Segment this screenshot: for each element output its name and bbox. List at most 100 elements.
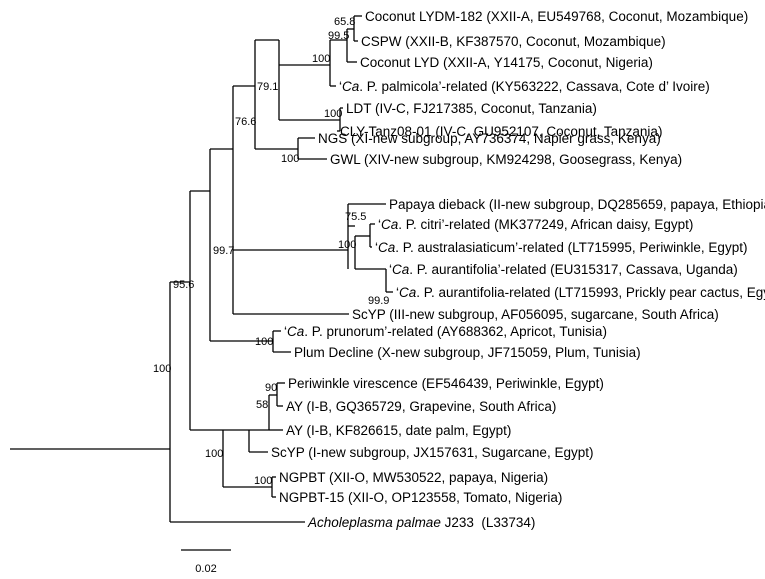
- leaf-name: Plum Decline: [294, 345, 374, 360]
- leaf-detail: (X-new subgroup, JF715059, Plum, Tunisia…: [374, 345, 641, 360]
- leaf-detail: (LT715995, Periwinkle, Egypt): [564, 240, 748, 255]
- leaf-label-prunorum: ‘Ca. P. prunorum’-related (AY688362, Apr…: [284, 324, 607, 339]
- leaf-label-coconut-lydm182: Coconut LYDM-182 (XXII-A, EU549768, Coco…: [365, 9, 748, 24]
- bootstrap-79-1: 79.1: [257, 81, 278, 93]
- bootstrap-58: 58: [256, 399, 268, 411]
- bootstrap-100-prunorum: 100: [255, 336, 273, 348]
- leaf-label-acholeplasma: Acholeplasma palmae J233 (L33734): [307, 515, 535, 530]
- leaf-name: . P. prunorum’-related: [304, 324, 433, 339]
- leaf-label-scyp-iii: ScYP (III-new subgroup, AF056095, sugarc…: [352, 307, 719, 322]
- bootstrap-100-root: 100: [153, 363, 171, 375]
- leaf-detail: (I-B, KF826615, date palm, Egypt): [303, 423, 512, 438]
- leaf-detail: (II-new subgroup, DQ285659, papaya, Ethi…: [485, 197, 765, 212]
- leaf-name: ScYP: [271, 445, 305, 460]
- bootstrap-100-ay: 100: [205, 448, 223, 460]
- leaf-detail: (III-new subgroup, AF056095, sugarcane, …: [386, 307, 719, 322]
- leaf-label-periwinkle-virescence: Periwinkle virescence (EF546439, Periwin…: [288, 376, 604, 391]
- leaf-name: Coconut LYD: [360, 55, 440, 70]
- leaf-label-ngpbt15: NGPBT-15 (XII-O, OP123558, Tomato, Niger…: [279, 490, 562, 505]
- leaf-name: Periwinkle virescence: [288, 376, 418, 391]
- leaf-name: . P. citri’-related: [398, 217, 490, 232]
- leaf-name: NGPBT-15: [279, 490, 344, 505]
- leaf-detail: (XI-new subgroup, AY736374, Napier grass…: [347, 131, 660, 146]
- leaf-label-gwl: GWL (XIV-new subgroup, KM924298, Goosegr…: [330, 152, 682, 167]
- leaf-italic: Ca: [342, 79, 360, 94]
- leaf-label-palmicola: ‘Ca. P. palmicola’-related (KY563222, Ca…: [339, 79, 710, 94]
- leaf-italic: Ca: [399, 285, 417, 300]
- leaf-name: NGS: [318, 131, 347, 146]
- leaf-label-scyp-i: ScYP (I-new subgroup, JX157631, Sugarcan…: [271, 445, 593, 460]
- leaf-name: GWL: [330, 152, 361, 167]
- bootstrap-99-7: 99.7: [213, 245, 234, 257]
- leaf-detail: (L33734): [474, 515, 536, 530]
- bootstrap-99-5: 99.5: [328, 30, 349, 42]
- leaf-detail: (XXII-A, EU549768, Coconut, Mozambique): [483, 9, 749, 24]
- leaf-prefix: ‘: [389, 262, 392, 277]
- leaf-detail: (XII-O, MW530522, papaya, Nigeria): [325, 470, 548, 485]
- leaf-name: Coconut LYDM-182: [365, 9, 483, 24]
- leaf-italic: Ca: [287, 324, 305, 339]
- bootstrap-90: 90: [265, 382, 277, 394]
- leaf-detail: (MK377249, African daisy, Egypt): [490, 217, 693, 232]
- leaf-label-cly-tanz: CLY-Tanz08-01 (IV-C, GU952107, Coconut, …: [340, 124, 662, 139]
- leaf-label-australasiaticum: ‘Ca. P. australasiaticum’-related (LT715…: [375, 240, 747, 255]
- leaf-prefix: ‘: [396, 285, 399, 300]
- leaf-name: NGPBT: [279, 470, 325, 485]
- leaf-name: CLY-Tanz08-01: [340, 124, 432, 139]
- bootstrap-100-ngpbt: 100: [254, 475, 272, 487]
- leaf-italic: Ca: [381, 217, 399, 232]
- tree-branches: [10, 15, 393, 523]
- leaf-italic: Ca: [378, 240, 396, 255]
- scale-bar-label: 0.02: [195, 563, 216, 575]
- leaf-labels: Coconut LYDM-182 (XXII-A, EU549768, Coco…: [271, 9, 765, 530]
- leaf-detail: (XXII-A, Y14175, Coconut, Nigeria): [439, 55, 653, 70]
- leaf-detail: (XXII-B, KF387570, Coconut, Mozambique): [402, 34, 666, 49]
- leaf-label-aurantifolia-egypt: ‘Ca. P. aurantifolia-related (LT715993, …: [396, 285, 765, 300]
- scale-bar: 0.02: [181, 549, 231, 575]
- leaf-name: AY: [286, 399, 303, 414]
- bootstrap-99-9: 99.9: [368, 295, 389, 307]
- leaf-detail: (IV-C, FJ217385, Coconut, Tanzania): [371, 101, 597, 116]
- leaf-prefix: ‘: [375, 240, 378, 255]
- leaf-name: . P. australasiaticum’-related: [395, 240, 564, 255]
- leaf-label-ngpbt: NGPBT (XII-O, MW530522, papaya, Nigeria): [279, 470, 548, 485]
- leaf-detail: (I-B, GQ365729, Grapevine, South Africa): [303, 399, 557, 414]
- leaf-prefix: ‘: [339, 79, 342, 94]
- leaf-label-ay-grapevine: AY (I-B, GQ365729, Grapevine, South Afri…: [286, 399, 556, 414]
- leaf-detail: (KY563222, Cassava, Cote d’ Ivoire): [487, 79, 709, 94]
- bootstrap-95-6: 95.6: [173, 279, 194, 291]
- bootstrap-76-6: 76.6: [235, 116, 256, 128]
- leaf-name: CSPW: [361, 34, 402, 49]
- leaf-label-ngs: NGS (XI-new subgroup, AY736374, Napier g…: [318, 131, 661, 146]
- leaf-name: AY: [286, 423, 303, 438]
- leaf-detail: (LT715993, Prickly pear cactus, Egypt): [550, 285, 765, 300]
- leaf-name: . P. palmicola’-related: [359, 79, 487, 94]
- bootstrap-75-5: 75.5: [345, 211, 366, 223]
- bootstrap-100-ldt: 100: [324, 108, 342, 120]
- bootstrap-100-aurantifolia: 100: [338, 239, 356, 251]
- leaf-detail: (EF546439, Periwinkle, Egypt): [418, 376, 604, 391]
- bootstrap-values: 65.8 99.5 100 79.1 100 76.6 100 75.5 100…: [153, 16, 389, 487]
- leaf-name: . P. aurantifolia-related: [416, 285, 550, 300]
- leaf-detail: (XII-O, OP123558, Tomato, Nigeria): [344, 490, 562, 505]
- leaf-detail: (EU315317, Cassava, Uganda): [546, 262, 737, 277]
- leaf-name: Papaya dieback: [389, 197, 485, 212]
- leaf-label-citri: ‘Ca. P. citri’-related (MK377249, Africa…: [378, 217, 693, 232]
- leaf-label-papaya-dieback: Papaya dieback (II-new subgroup, DQ28565…: [389, 197, 765, 212]
- leaf-italic: Acholeplasma palmae: [307, 515, 441, 530]
- leaf-detail: (I-new subgroup, JX157631, Sugarcane, Eg…: [305, 445, 594, 460]
- leaf-label-ay-datepalm: AY (I-B, KF826615, date palm, Egypt): [286, 423, 511, 438]
- leaf-label-cspw: CSPW (XXII-B, KF387570, Coconut, Mozambi…: [361, 34, 666, 49]
- leaf-detail: (AY688362, Apricot, Tunisia): [433, 324, 607, 339]
- leaf-italic: Ca: [392, 262, 410, 277]
- leaf-name: J233: [441, 515, 474, 530]
- leaf-detail: (IV-C, GU952107, Coconut, Tanzania): [432, 124, 663, 139]
- leaf-label-aurantifolia-uganda: ‘Ca. P. aurantifolia’-related (EU315317,…: [389, 262, 738, 277]
- leaf-detail: (XIV-new subgroup, KM924298, Goosegrass,…: [360, 152, 682, 167]
- bootstrap-100-coconut-lyd: 100: [312, 53, 330, 65]
- leaf-prefix: ‘: [378, 217, 381, 232]
- leaf-label-ldt: LDT (IV-C, FJ217385, Coconut, Tanzania): [346, 101, 597, 116]
- bootstrap-65-8: 65.8: [334, 16, 355, 28]
